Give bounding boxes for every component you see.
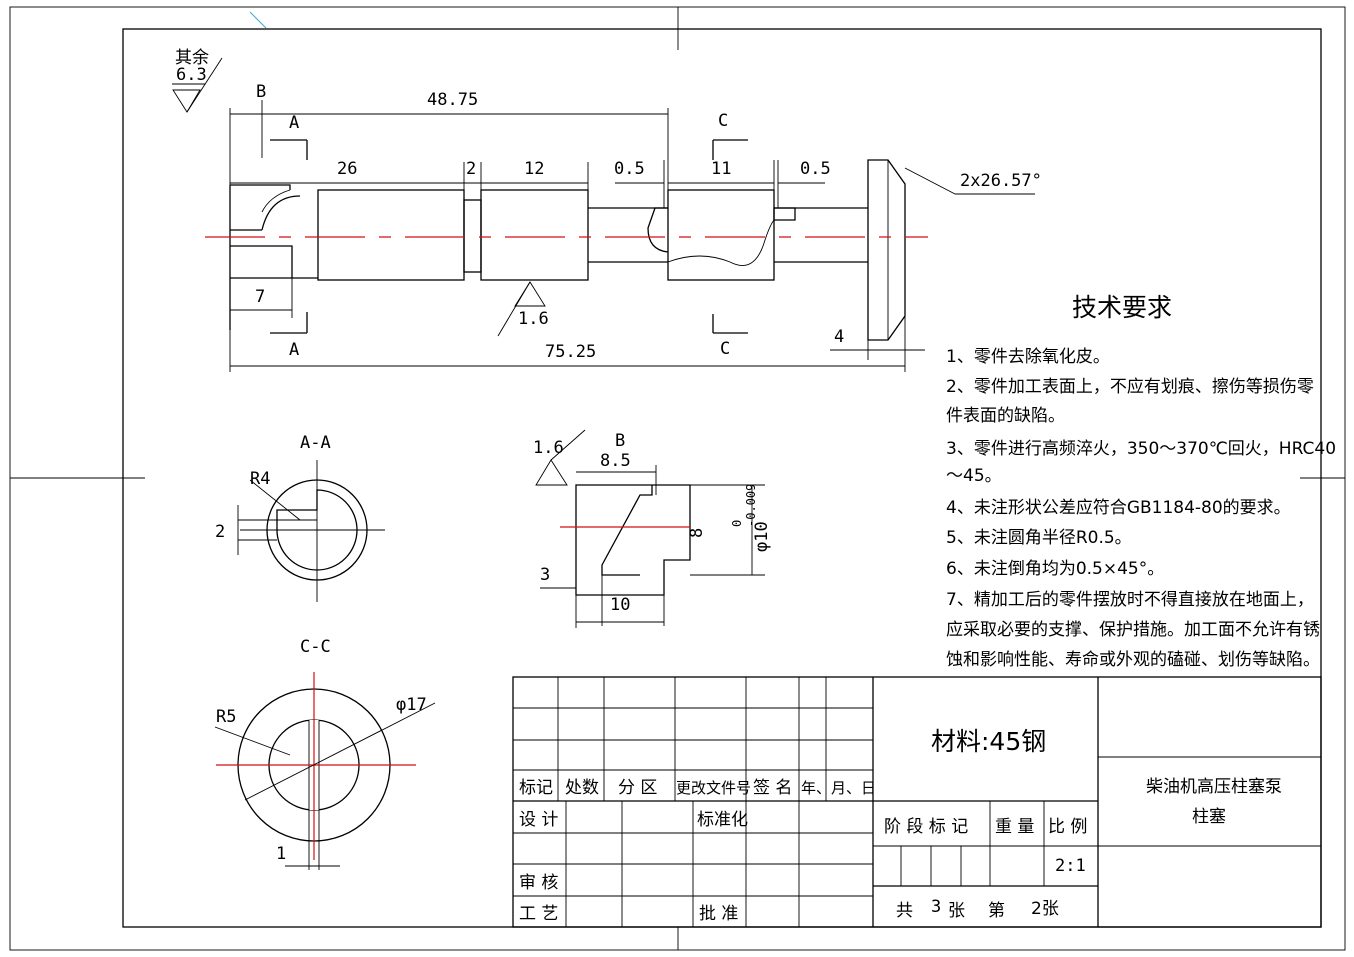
dim-0-5-left: 0.5: [614, 159, 645, 179]
drawing-name-2: 柱塞: [1192, 807, 1226, 827]
sheet-no: 2张: [1031, 899, 1059, 919]
dim-12: 12: [524, 159, 544, 179]
hdr-zone: 分 区: [618, 778, 657, 798]
req-line-5: ～45。: [946, 466, 1002, 486]
detail-dim-8: 8: [687, 528, 707, 538]
hdr-count: 处数: [565, 778, 599, 798]
title-block: 标记 处数 分 区 更改文件号 签 名 年、月、日 设 计 标准化 审 核 工 …: [512, 676, 1322, 928]
row-standard: 标准化: [697, 810, 748, 830]
req-line-9: 7、精加工后的零件摆放时不得直接放在地面上，: [946, 590, 1314, 610]
surface-finish-rest: 其余 6.3: [172, 48, 223, 113]
row-approve: 批 准: [699, 904, 738, 924]
req-line-3: 件表面的缺陷。: [946, 406, 1065, 426]
tech-title: 技术要求: [1072, 293, 1172, 322]
stage-mark: 阶 段 标 记: [884, 817, 968, 837]
dim-75-25: 75.25: [545, 342, 596, 362]
hdr-change-doc: 更改文件号: [676, 779, 751, 797]
req-line-7: 5、未注圆角半径R0.5。: [946, 528, 1132, 548]
surface-rest-value: 6.3: [176, 65, 207, 85]
detail-tol-lower: -0.009: [744, 484, 758, 527]
req-line-2: 2、零件加工表面上，不应有划痕、擦伤等损伤零: [946, 377, 1314, 397]
section-cc: C-C R5 φ17 1: [214, 637, 436, 870]
section-mark-c-top: C: [718, 111, 728, 131]
detail-dim-8-5: 8.5: [600, 451, 631, 471]
section-cc-title: C-C: [300, 637, 331, 657]
detail-tol-upper: 0: [730, 520, 744, 527]
dim-7: 7: [255, 287, 265, 307]
hdr-date: 年、月、日: [801, 779, 876, 797]
cc-diameter: φ17: [396, 695, 427, 715]
surface-finish-main: 1.6: [518, 309, 549, 329]
req-line-4: 3、零件进行高频淬火，350～370℃回火，HRC40: [946, 439, 1336, 459]
sheets-total-prefix: 共: [896, 901, 913, 921]
section-mark-b: B: [256, 82, 266, 102]
req-line-1: 1、零件去除氧化皮。: [946, 347, 1110, 367]
sheets-total: 3: [931, 897, 941, 917]
dim-chamfer: 2x26.57°: [960, 171, 1042, 191]
main-view: 48.75 26 2 12 0.5 11 0.5 7 75.25 4 2x26.…: [205, 82, 1042, 372]
material: 材料:45钢: [931, 727, 1046, 756]
req-line-10: 应采取必要的支撑、保护措施。加工面不允许有锈: [946, 620, 1320, 640]
row-review: 审 核: [519, 873, 558, 893]
dim-0-5-right: 0.5: [800, 159, 831, 179]
surface-finish-detail: 1.6: [533, 438, 564, 458]
weight-label: 重 量: [995, 817, 1034, 837]
section-mark-c-bottom: C: [720, 339, 730, 359]
surface-rest-label: 其余: [175, 48, 209, 68]
aa-radius: R4: [250, 469, 270, 489]
req-line-6: 4、未注形状公差应符合GB1184-80的要求。: [946, 498, 1291, 518]
sheet-no-prefix: 第: [988, 901, 1005, 921]
req-line-11: 蚀和影响性能、寿命或外观的磕碰、划伤等缺陷。: [946, 650, 1320, 670]
dim-2: 2: [466, 159, 476, 179]
row-design: 设 计: [519, 810, 558, 830]
drawing-name-1: 柴油机高压柱塞泵: [1146, 777, 1282, 797]
section-mark-a-bottom: A: [289, 340, 299, 360]
row-process: 工 艺: [519, 904, 558, 924]
sheets-unit: 张: [948, 901, 965, 921]
scale-value: 2:1: [1055, 856, 1086, 876]
section-mark-a-top: A: [289, 113, 299, 133]
section-aa: A-A 2 R4: [215, 433, 385, 602]
tech-requirements: 技术要求 1、零件去除氧化皮。 2、零件加工表面上，不应有划痕、擦伤等损伤零 件…: [946, 293, 1336, 670]
aa-depth: 2: [215, 522, 225, 542]
hdr-sign: 签 名: [753, 778, 792, 798]
section-aa-title: A-A: [300, 433, 331, 453]
req-line-8: 6、未注倒角均为0.5×45°。: [946, 559, 1164, 579]
dim-26: 26: [337, 159, 357, 179]
detail-dim-3: 3: [540, 565, 550, 585]
dim-4: 4: [834, 327, 844, 347]
scale-label: 比 例: [1048, 817, 1087, 837]
detail-b: B 1.6 8.5 φ10 0 -0.009 8 3 10: [533, 429, 772, 628]
dim-11: 11: [711, 159, 731, 179]
detail-diameter: φ10: [752, 521, 772, 552]
dim-48-75: 48.75: [427, 90, 478, 110]
hdr-mark: 标记: [519, 778, 553, 798]
detail-b-mark: B: [615, 431, 625, 451]
cc-radius: R5: [216, 707, 236, 727]
cc-width: 1: [276, 844, 286, 864]
drawing-frame: [9, 6, 1346, 951]
detail-dim-10: 10: [610, 595, 630, 615]
